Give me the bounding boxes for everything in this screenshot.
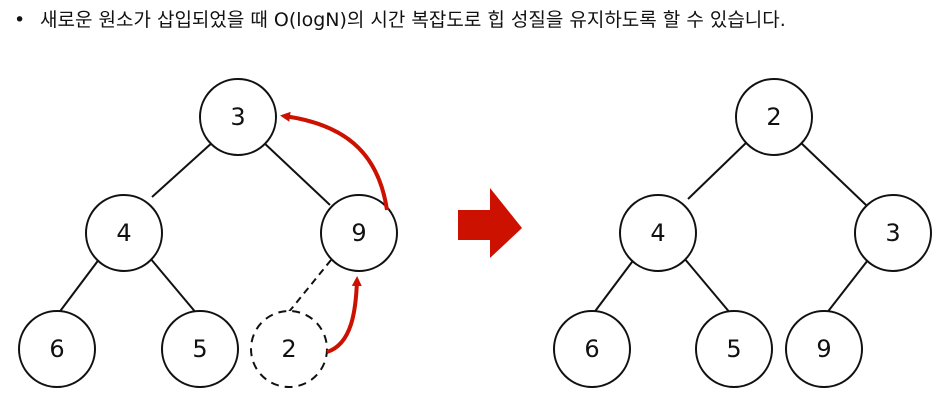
after-tree-node-right: 3 [854,194,932,272]
edge-left-leftleft [57,257,101,315]
svg-text:4: 4 [650,219,665,247]
svg-text:5: 5 [726,335,741,363]
after-tree-node-left: 4 [619,194,697,272]
after-tree-node-root: 2 [735,78,813,156]
after-tree: 2 4 3 6 5 9 [553,78,932,388]
svg-text:2: 2 [281,335,296,363]
caption-text: 새로운 원소가 삽입되었을 때 O(logN)의 시간 복잡도로 힙 성질을 유… [40,9,786,31]
tree-node-left: 4 [85,194,163,272]
svg-text:6: 6 [584,335,599,363]
bullet-marker: • [14,9,26,31]
after-tree-node-left-right: 5 [695,310,773,388]
after-edge-right-rightleft [825,259,869,315]
tree-node-root: 3 [199,78,277,156]
edge-left-leftright [149,257,198,315]
swap-arrow-up-1 [326,276,362,354]
edge-root-left [151,140,215,198]
svg-text:3: 3 [885,219,900,247]
tree-node-left-right: 5 [161,310,239,388]
svg-text:3: 3 [230,103,245,131]
swap-arrow-up-2 [280,111,389,211]
after-edge-left-leftright [683,257,732,315]
transition-arrow-icon [458,188,522,258]
svg-text:5: 5 [192,335,207,363]
svg-text:4: 4 [116,219,131,247]
tree-node-right: 9 [320,194,398,272]
caption: • 새로운 원소가 삽입되었을 때 O(logN)의 시간 복잡도로 힙 성질을 … [14,6,786,34]
tree-node-left-left: 6 [18,310,96,388]
after-tree-node-right-left: 9 [785,310,863,388]
svg-text:9: 9 [816,335,831,363]
after-edge-left-leftleft [592,257,636,315]
after-edge-root-left [687,140,749,200]
after-edge-root-right [798,140,867,206]
svg-text:2: 2 [766,103,781,131]
tree-node-inserted-dashed: 2 [250,310,328,388]
after-tree-node-left-left: 6 [553,310,631,388]
edge-root-right [261,140,331,206]
svg-text:6: 6 [49,335,64,363]
edge-right-rightleft-dashed [287,259,332,314]
before-tree: 3 4 9 6 5 2 [18,78,398,388]
svg-text:9: 9 [351,219,366,247]
